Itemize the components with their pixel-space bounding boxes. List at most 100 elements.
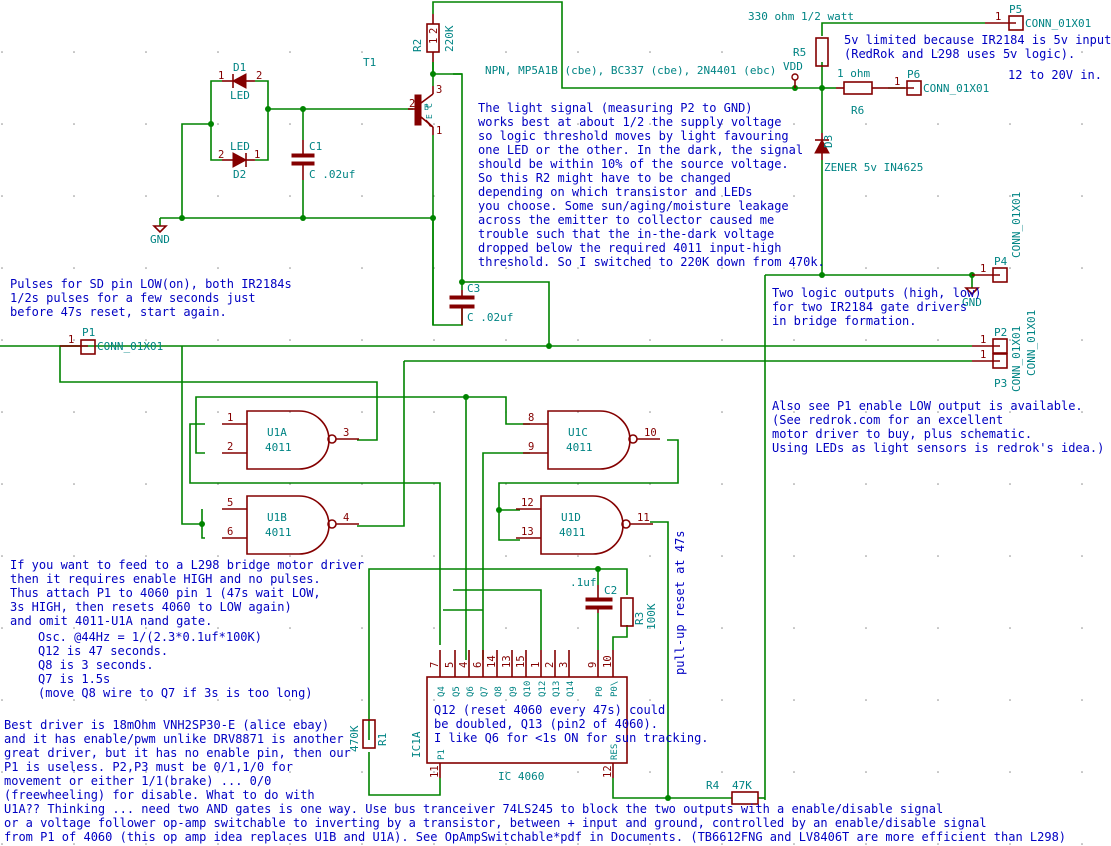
ic-pin-name: Q12 <box>538 681 548 697</box>
capacitor-c3[interactable]: C3 C .02uf <box>449 282 513 325</box>
ic-pin-name: Q8 <box>494 686 504 697</box>
connector-p3[interactable]: 1 P3 CONN_01X01 <box>972 326 1023 392</box>
gate-value: 4011 <box>265 441 292 454</box>
note-line: one LED or the other. In the dark, the s… <box>478 143 803 157</box>
resistor-r6[interactable]: 1 ohm R6 <box>836 67 888 117</box>
note-line: (move Q8 wire to Q7 if 3s is too long) <box>38 686 313 700</box>
p5-ref: P5 <box>1009 3 1022 16</box>
note-line: Pulses for SD pin LOW(on), both IR2184s <box>10 277 292 291</box>
note-line: and omit 4011-U1A nand gate. <box>10 614 212 628</box>
vdd-label: VDD <box>783 60 803 73</box>
ic-pin-number: 15 <box>515 655 527 668</box>
transistor-t1[interactable]: T1 2 3 1 B E C <box>363 56 442 137</box>
connector-p6[interactable]: 1 P6 CONN_01X01 <box>888 68 989 96</box>
note-line: so logic threshold moves by light favour… <box>478 129 789 143</box>
note-line: The light signal (measuring P2 to GND) <box>478 101 753 115</box>
note-line: Osc. @44Hz = 1/(2.3*0.1uf*100K) <box>38 630 262 644</box>
gate-pin-in2: 6 <box>227 526 233 538</box>
d3-value: ZENER 5v IN4625 <box>824 161 923 174</box>
note-line: (RedRok and L298 uses 5v logic). <box>844 47 1075 61</box>
note-line: trouble such that the in-the-dark voltag… <box>478 227 774 241</box>
wire-u1d-tie <box>498 510 520 541</box>
note-line: then it requires enable HIGH and no puls… <box>10 572 321 586</box>
note-5v-limited: 5v limited because IR2184 is 5v inputs(R… <box>844 33 1111 61</box>
capacitor-c1[interactable]: C1 C .02uf <box>291 140 355 181</box>
d1-value: LED <box>230 89 250 102</box>
resistor-r5[interactable]: R5 330 ohm 1/2 watt <box>748 10 854 67</box>
r2-ref: R2 <box>411 39 424 52</box>
gate-pin-in1: 1 <box>227 412 233 424</box>
ic-pin-name: Q7 <box>480 686 490 697</box>
wire-led-left2 <box>210 124 222 161</box>
note-line: Also see P1 enable LOW output is availab… <box>772 399 1083 413</box>
wire-r1-p1 <box>368 752 441 796</box>
resistor-r3[interactable]: R3 100K <box>620 597 658 630</box>
note-line: and it has enable/pwm unlike DRV8871 is … <box>4 732 344 746</box>
t1-label-c: C <box>425 103 434 108</box>
p2-pin: 1 <box>980 334 986 346</box>
r2-value: 220K <box>443 25 456 52</box>
capacitor-c2[interactable]: .1uf C2 <box>570 576 617 613</box>
note-oscillator: Osc. @44Hz = 1/(2.3*0.1uf*100K)Q12 is 47… <box>38 630 313 700</box>
resistor-r2[interactable]: R2 220K 1 2 <box>411 14 456 62</box>
wire-r5-top <box>821 22 985 36</box>
note-light-signal: The light signal (measuring P2 to GND)wo… <box>478 101 825 269</box>
gnd-label: GND <box>150 233 170 246</box>
led-d2[interactable]: LED D2 1 2 <box>218 140 260 181</box>
connector-p1[interactable]: 1 P1 CONN_01X01 <box>60 326 163 355</box>
ic1-value: IC 4060 <box>498 770 544 783</box>
note-line: U1A?? Thinking ... need two AND gates is… <box>4 802 943 816</box>
p1-value: CONN_01X01 <box>97 340 163 353</box>
wire-u1-shared <box>195 396 530 425</box>
p5-pin: 1 <box>995 11 1001 23</box>
note-line: Two logic outputs (high, low) <box>772 286 982 300</box>
note-transistor-types: NPN, MP5A1B (cbe), BC337 (cbe), 2N4401 (… <box>485 64 776 77</box>
gate-pin-out: 10 <box>644 427 657 439</box>
r4-value: 47K <box>732 779 752 792</box>
r5-ref: R5 <box>793 46 806 59</box>
gate-pin-out: 11 <box>637 512 650 524</box>
wire-res <box>612 778 732 799</box>
gate-ref: U1A <box>267 426 287 439</box>
note-line: If you want to feed to a L298 bridge mot… <box>10 558 364 572</box>
connector-p4[interactable]: 1 P4 CONN_01X01 GND <box>962 192 1023 309</box>
gate-value: 4011 <box>559 526 586 539</box>
gate-ref: U1B <box>267 511 287 524</box>
p3-pin: 1 <box>980 349 986 361</box>
ic-pin-name: P0\ <box>610 681 620 697</box>
zener-d3[interactable]: D3 ZENER 5v IN4625 <box>814 133 923 174</box>
ic-pin-name: Q6 <box>466 686 476 697</box>
p6-value: CONN_01X01 <box>923 82 989 95</box>
note-line: movement or either 1/1(brake) ... 0/0 <box>4 774 271 788</box>
wire-led-left <box>181 80 222 218</box>
p1-ref: P1 <box>82 326 95 339</box>
note-line: 3s HIGH, then resets 4060 to LOW again) <box>10 600 292 614</box>
ic-4060[interactable]: 7Q45Q54Q66Q714Q813Q915Q101Q122Q133Q149P0… <box>410 650 628 783</box>
note-line: you choose. Some sun/aging/moisture leak… <box>478 199 789 213</box>
r1-ref: R1 <box>376 733 389 746</box>
led-d1[interactable]: D1 LED 1 2 <box>218 61 262 102</box>
ic-pin-number: 9 <box>587 662 599 668</box>
gate-pin-in1: 5 <box>227 497 233 509</box>
r3-ref: R3 <box>633 612 646 625</box>
ic-pin-name: P1 <box>437 749 447 760</box>
ic-pin-name: Q9 <box>509 686 519 697</box>
connector-p5[interactable]: 1 P5 CONN_01X01 <box>985 3 1091 31</box>
resistor-r1[interactable]: R1 470K <box>348 719 389 752</box>
wire-q12 <box>453 589 542 650</box>
note-line: 5v limited because IR2184 is 5v inputs <box>844 33 1111 47</box>
gate-value: 4011 <box>566 441 593 454</box>
note-line: great driver, but it has no enable pin, … <box>4 746 351 760</box>
connector-p2[interactable]: 1 P2 CONN_01X01 <box>972 310 1038 376</box>
ic1-ref: IC1A <box>410 731 423 758</box>
r4-ref: R4 <box>706 779 720 792</box>
ic-pin-number: 2 <box>544 662 556 668</box>
note-l298: If you want to feed to a L298 bridge mot… <box>10 558 364 628</box>
p2-ref: P2 <box>994 326 1007 339</box>
resistor-r4[interactable]: R4 47K <box>706 779 759 805</box>
note-line: for two IR2184 gate drivers <box>772 300 967 314</box>
